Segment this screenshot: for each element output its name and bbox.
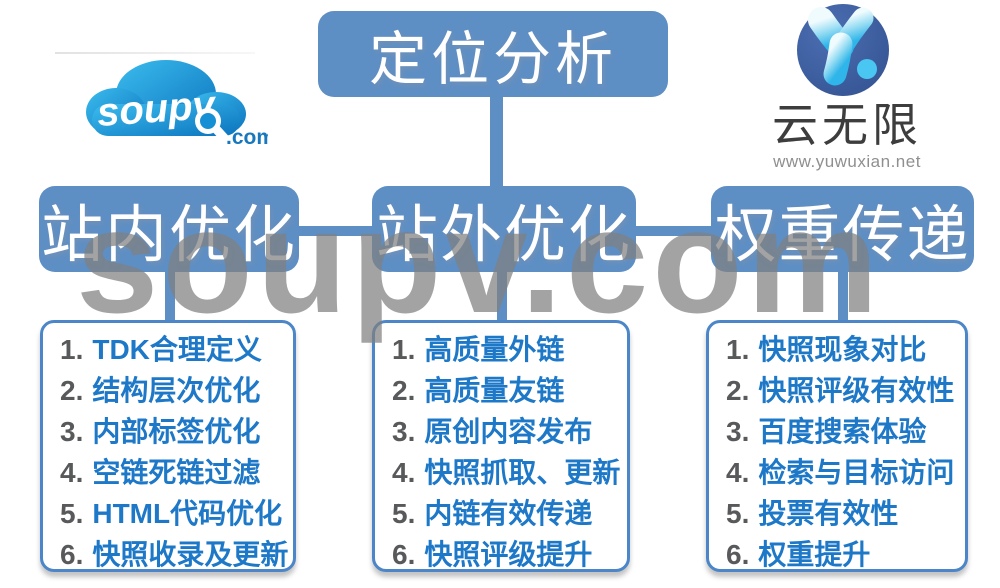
connector-left-to-center <box>297 226 374 236</box>
item-number: 6. <box>726 539 750 570</box>
list-item: 1. 高质量外链 <box>392 329 627 370</box>
yunwuxian-logo-url: www.yuwuxian.net <box>773 152 921 171</box>
item-number: 4. <box>392 457 416 488</box>
item-text: 原创内容发布 <box>424 416 593 447</box>
list-item: 6. 快照评级提升 <box>392 534 627 575</box>
item-text: 快照评级有效性 <box>758 375 955 406</box>
item-text: 结构层次优化 <box>92 375 261 406</box>
item-text: 内部标签优化 <box>92 416 261 447</box>
item-text: HTML代码优化 <box>92 498 283 529</box>
connector-root-to-center <box>490 96 503 190</box>
item-number: 5. <box>392 498 416 529</box>
item-text: 快照现象对比 <box>758 334 927 365</box>
item-text: 空链死链过滤 <box>92 457 261 488</box>
soupv-logo: soupv .com <box>78 54 275 159</box>
list-box-offsite: 1. 高质量外链 2. 高质量友链 3. 原创内容发布 4. 快照抓取、更新 5. 内链有… <box>372 320 630 572</box>
item-text: TDK合理定义 <box>92 334 262 365</box>
yunwuxian-logo-title: 云无限 <box>772 99 922 151</box>
list-item: 5. 投票有效性 <box>726 493 965 534</box>
list-box-weight: 1. 快照现象对比 2. 快照评级有效性 3. 百度搜索体验 4. 检索与目标访问 5.… <box>706 320 968 572</box>
list-item: 2. 快照评级有效性 <box>726 370 965 411</box>
item-number: 2. <box>60 375 84 406</box>
branch-node-label: 站内优化 <box>40 201 297 270</box>
list-item: 1. TDK合理定义 <box>60 329 293 370</box>
item-text: 高质量友链 <box>424 375 565 406</box>
item-text: 快照评级提升 <box>424 539 593 570</box>
connector-right-to-list <box>838 271 848 323</box>
list-item: 4. 快照抓取、更新 <box>392 452 627 493</box>
branch-node-offsite: 站外优化 <box>372 186 636 272</box>
yunwuxian-logo-icon <box>797 4 889 96</box>
item-number: 1. <box>726 334 750 365</box>
branch-node-label: 站外优化 <box>375 201 632 270</box>
branch-node-weight: 权重传递 <box>711 186 974 272</box>
item-number: 4. <box>726 457 750 488</box>
item-text: 快照收录及更新 <box>92 539 289 570</box>
list-box-onsite: 1. TDK合理定义 2. 结构层次优化 3. 内部标签优化 4. 空链死链过滤 5. H… <box>40 320 296 572</box>
item-number: 3. <box>60 416 84 447</box>
item-text: 投票有效性 <box>758 498 899 529</box>
item-text: 内链有效传递 <box>424 498 593 529</box>
item-number: 6. <box>392 539 416 570</box>
connector-center-to-list <box>497 271 507 323</box>
item-text: 高质量外链 <box>424 334 565 365</box>
cloud-search-icon: soupv .com <box>86 60 275 149</box>
list-item: 5. 内链有效传递 <box>392 493 627 534</box>
item-number: 6. <box>60 539 84 570</box>
item-number: 2. <box>392 375 416 406</box>
branch-node-onsite: 站内优化 <box>39 186 299 272</box>
soupv-logo-tld: .com <box>226 126 268 149</box>
item-number: 3. <box>726 416 750 447</box>
list-item: 6. 权重提升 <box>726 534 965 575</box>
item-number: 4. <box>60 457 84 488</box>
list-item: 6. 快照收录及更新 <box>60 534 293 575</box>
connector-center-to-right <box>634 226 713 236</box>
list-item: 3. 内部标签优化 <box>60 411 293 452</box>
item-number: 1. <box>392 334 416 365</box>
branch-node-label: 权重传递 <box>714 201 971 270</box>
item-text: 权重提升 <box>758 539 871 570</box>
list-item: 2. 高质量友链 <box>392 370 627 411</box>
root-node: 定位分析 <box>318 11 668 97</box>
item-number: 5. <box>60 498 84 529</box>
connector-left-to-list <box>165 271 175 323</box>
item-text: 百度搜索体验 <box>758 416 927 447</box>
item-text: 快照抓取、更新 <box>424 457 621 488</box>
divider-line <box>55 52 255 54</box>
item-number: 2. <box>726 375 750 406</box>
list-item: 5. HTML代码优化 <box>60 493 293 534</box>
list-item: 4. 空链死链过滤 <box>60 452 293 493</box>
item-number: 3. <box>392 416 416 447</box>
item-text: 检索与目标访问 <box>758 457 955 488</box>
list-item: 4. 检索与目标访问 <box>726 452 965 493</box>
item-number: 1. <box>60 334 84 365</box>
list-item: 3. 百度搜索体验 <box>726 411 965 452</box>
list-item: 3. 原创内容发布 <box>392 411 627 452</box>
item-number: 5. <box>726 498 750 529</box>
root-node-label: 定位分析 <box>368 27 617 92</box>
list-item: 2. 结构层次优化 <box>60 370 293 411</box>
list-item: 1. 快照现象对比 <box>726 329 965 370</box>
